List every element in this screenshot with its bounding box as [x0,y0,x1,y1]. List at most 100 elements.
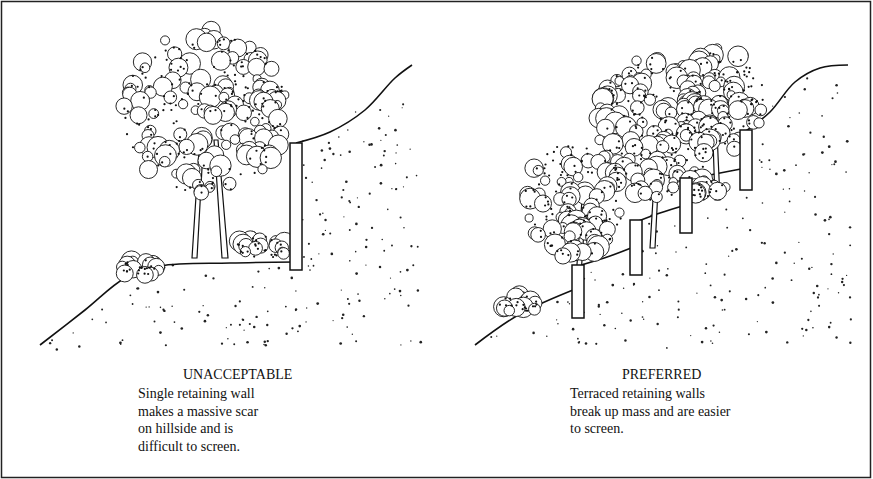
foliage-shade [538,183,540,185]
soil-dot [101,308,103,310]
soil-dot [633,283,635,285]
foliage-shade [516,301,518,303]
foliage-shade [740,59,742,61]
foliage-shade [613,167,615,169]
foliage-shade [143,273,145,275]
foliage-shade [696,92,698,94]
foliage-shade [559,163,561,165]
foliage-shade [567,254,569,256]
soil-dot [724,274,726,276]
foliage-shade [589,211,591,213]
foliage-shade [609,185,611,187]
foliage-shade [213,66,215,68]
soil-dot [629,319,631,321]
foliage-shade [247,250,249,252]
foliage-shade [649,199,651,201]
soil-dot [403,227,405,229]
foliage-clump [651,191,662,202]
soil-dot [556,301,559,304]
foliage-shade [126,270,128,272]
foliage-shade [725,132,727,134]
soil-dot [165,344,167,346]
foliage-shade [568,206,570,208]
foliage-shade [558,183,560,185]
foliage-shade [535,303,537,305]
foliage-shade [154,115,156,117]
soil-dot [724,309,726,311]
foliage-shade [227,74,229,76]
soil-dot [120,343,122,345]
soil-dot [226,327,227,328]
soil-dot [578,341,580,343]
foliage-shade [674,123,676,125]
soil-dot [381,239,383,241]
foliage-shade [750,99,752,101]
foliage-shade [178,48,180,50]
soil-dot [812,327,814,329]
foliage-shade [545,216,547,218]
soil-dot [599,314,600,315]
foliage-shade [274,254,276,256]
soil-dot [105,322,107,324]
foliage-shade [696,98,698,100]
foliage-shade [706,62,708,64]
foliage-clump [178,100,187,109]
soil-dot [129,294,131,296]
soil-dot [387,209,389,211]
foliage-shade [147,156,149,158]
foliage-shade [280,90,282,92]
foliage-shade [748,123,750,125]
foliage-shade [718,107,720,109]
soil-dot [824,219,827,222]
foliage-clump [116,98,132,114]
foliage-shade [671,194,673,196]
foliage-shade [573,165,575,167]
soil-dot [207,314,210,317]
foliage-clump [269,109,288,128]
foliage-shade [566,174,568,176]
soil-dot [833,253,834,254]
soil-dot [341,289,342,290]
foliage-shade [680,70,682,72]
soil-dot [380,164,383,167]
soil-dot [830,263,832,265]
soil-dot [722,309,724,311]
foliage-shade [613,94,615,96]
foliage-shade [280,89,282,91]
foliage-clump [130,107,147,124]
soil-dot [347,298,349,300]
soil-dot [310,258,312,260]
foliage-shade [243,94,245,96]
foliage-shade [606,127,608,129]
soil-dot [772,105,773,106]
foliage-shade [638,113,640,115]
foliage-clump [729,101,748,120]
foliage-clump [248,58,266,76]
soil-dot [762,202,764,204]
ground-line [475,288,578,345]
soil-dot [183,289,185,291]
soil-dot [313,265,315,267]
soil-dot [745,298,748,301]
foliage-shade [652,133,654,135]
foliage-shade [234,80,236,82]
foliage-shade [562,253,564,255]
foliage-clump [135,142,146,153]
soil-dot [603,324,605,326]
soil-dot [828,219,830,221]
foliage-clump [529,303,541,315]
foliage-shade [675,148,677,150]
foliage-shade [694,154,696,156]
foliage-shade [183,156,185,158]
soil-dot [783,169,786,172]
soil-dot [395,152,396,153]
foliage-shade [632,145,634,147]
foliage-shade [212,177,214,179]
soil-dot [701,341,704,344]
soil-dot [804,153,806,155]
soil-dot [585,342,588,345]
tree-crowns [116,21,767,317]
soil-dot [132,303,134,305]
foliage-shade [141,73,143,75]
foliage-shade [661,173,663,175]
